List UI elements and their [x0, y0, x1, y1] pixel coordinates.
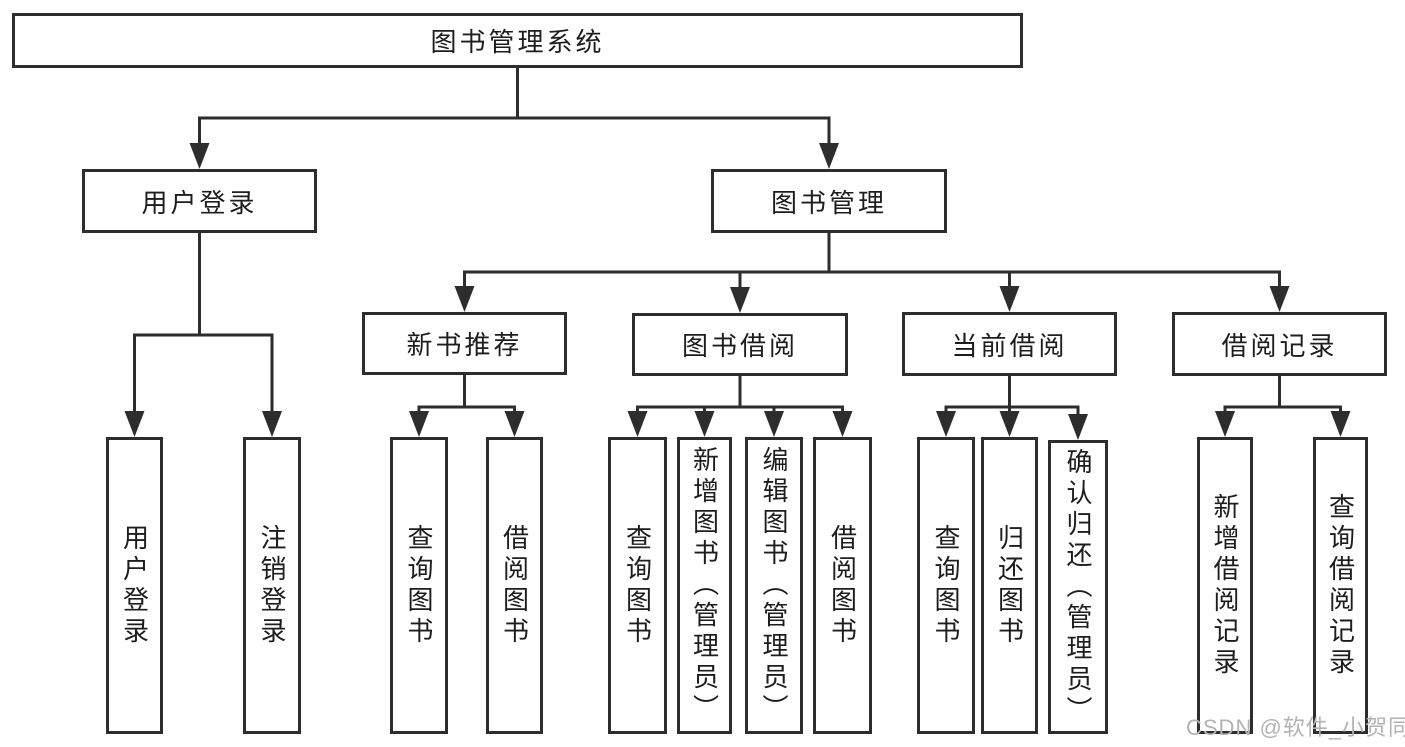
arrowhead-icon: [262, 411, 282, 437]
arrowhead-icon: [730, 287, 750, 313]
node-leaf-borrow-book-1: 借阅图书: [486, 437, 543, 734]
arrowhead-icon: [1269, 286, 1290, 312]
node-book-borrow: 图书借阅: [632, 313, 848, 376]
node-leaf-user-login: 用户登录: [106, 437, 163, 734]
arrowhead-icon: [627, 411, 648, 437]
arrowhead-icon: [409, 411, 429, 437]
arrowhead-icon: [189, 143, 210, 169]
arrowhead-icon: [832, 411, 853, 437]
arrowhead-icon: [124, 411, 145, 437]
node-leaf-logout: 注销登录: [243, 437, 301, 734]
arrowhead-icon: [1215, 411, 1235, 437]
node-leaf-edit-book-admin: 编辑图书（管理员）: [745, 437, 803, 734]
node-leaf-confirm-return-admin: 确认归还（管理员）: [1048, 440, 1108, 734]
node-leaf-query-borrow-record: 查询借阅记录: [1313, 437, 1368, 734]
arrowhead-icon: [936, 411, 956, 437]
arrowhead-icon: [504, 411, 525, 437]
node-book-management: 图书管理: [711, 169, 947, 233]
arrowhead-icon: [764, 411, 784, 437]
arrowhead-icon: [819, 143, 839, 169]
node-leaf-add-borrow-record: 新增借阅记录: [1197, 437, 1253, 734]
node-borrow-records: 借阅记录: [1172, 312, 1387, 376]
node-library-system: 图书管理系统: [12, 13, 1023, 68]
arrowhead-icon: [1068, 414, 1088, 440]
watermark: CSDN @软件_小贺同学: [1186, 715, 1405, 740]
node-user-login: 用户登录: [82, 169, 317, 233]
arrowhead-icon: [999, 286, 1020, 312]
arrowhead-icon: [454, 286, 475, 312]
node-leaf-return-book: 归还图书: [981, 437, 1038, 734]
arrowhead-icon: [694, 411, 715, 437]
node-leaf-query-book-2: 查询图书: [608, 437, 667, 734]
arrowhead-icon: [1330, 411, 1351, 437]
arrowhead-icon: [999, 411, 1020, 437]
node-leaf-add-book-admin: 新增图书（管理员）: [677, 437, 732, 734]
node-leaf-borrow-book-2: 借阅图书: [813, 437, 872, 734]
node-new-book-recommend: 新书推荐: [362, 312, 567, 375]
node-current-borrow: 当前借阅: [902, 312, 1117, 376]
node-leaf-query-book-1: 查询图书: [390, 437, 448, 734]
node-leaf-query-book-3: 查询图书: [917, 437, 975, 734]
